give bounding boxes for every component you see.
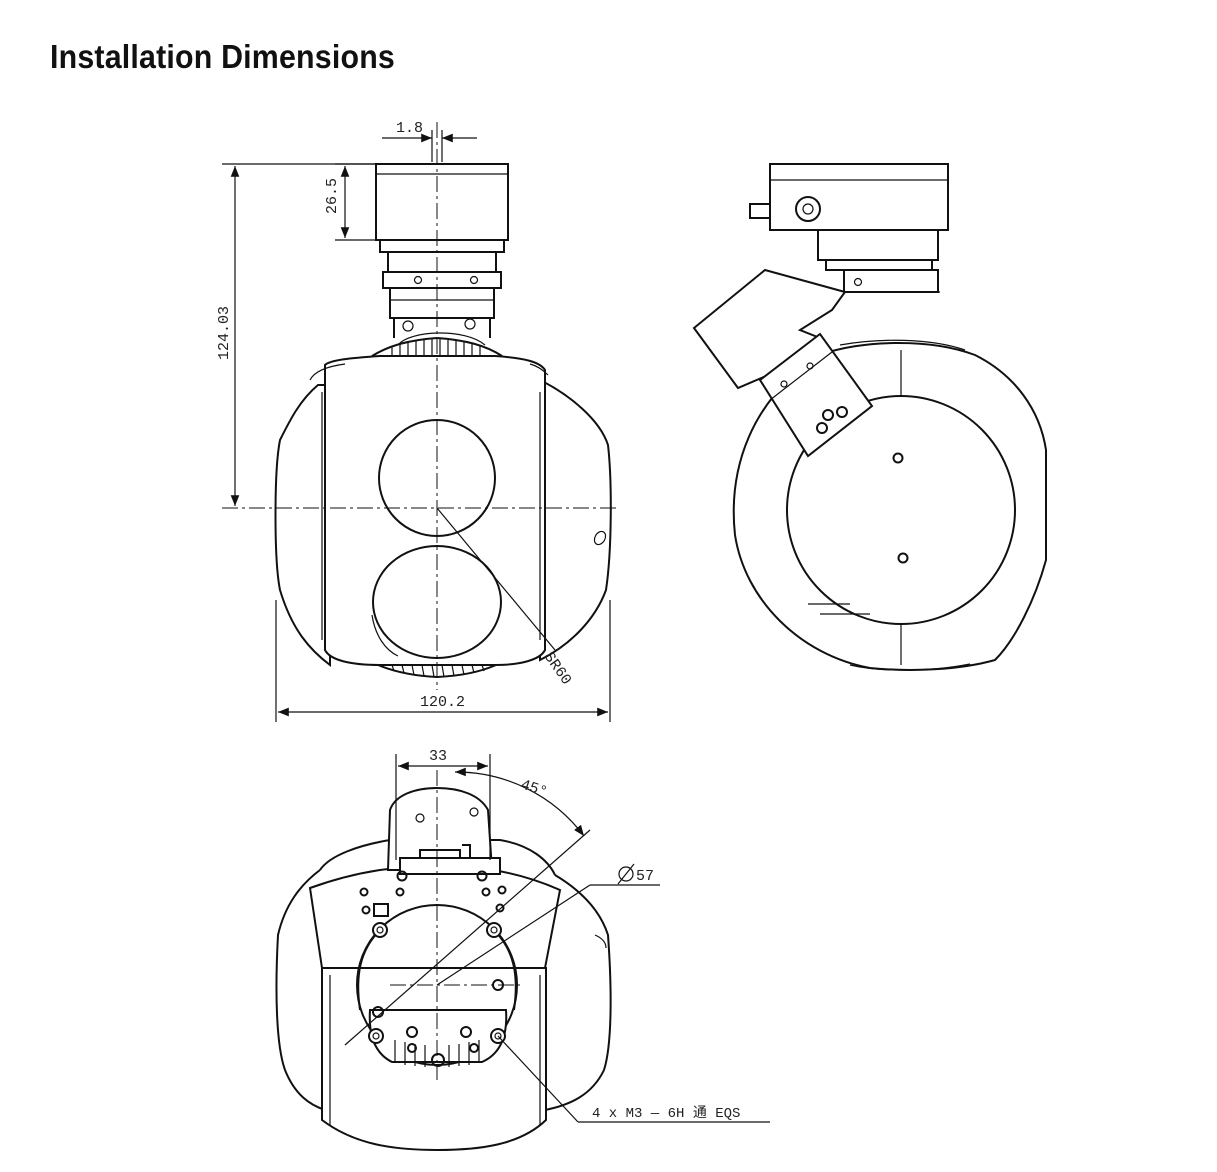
dim-sphere-radius: SR60	[540, 649, 575, 688]
dim-width: 120.2	[420, 694, 465, 711]
dim-offset: 1.8	[396, 120, 423, 137]
bottom-view	[275, 754, 770, 1152]
dim-bolt-circle: 57	[617, 863, 654, 885]
side-view	[692, 163, 1047, 671]
dim-bolt-circle-value: 57	[636, 868, 654, 885]
dim-top-height: 26.5	[324, 178, 341, 214]
front-view	[222, 122, 620, 722]
dim-angle: 45°	[518, 777, 549, 802]
dim-bolt-spacing: 33	[429, 748, 447, 765]
page-title: Installation Dimensions	[50, 38, 395, 75]
dim-total-height: 124.03	[216, 306, 233, 360]
screw-note: 4 x M3 — 6H 通 EQS	[592, 1105, 740, 1122]
